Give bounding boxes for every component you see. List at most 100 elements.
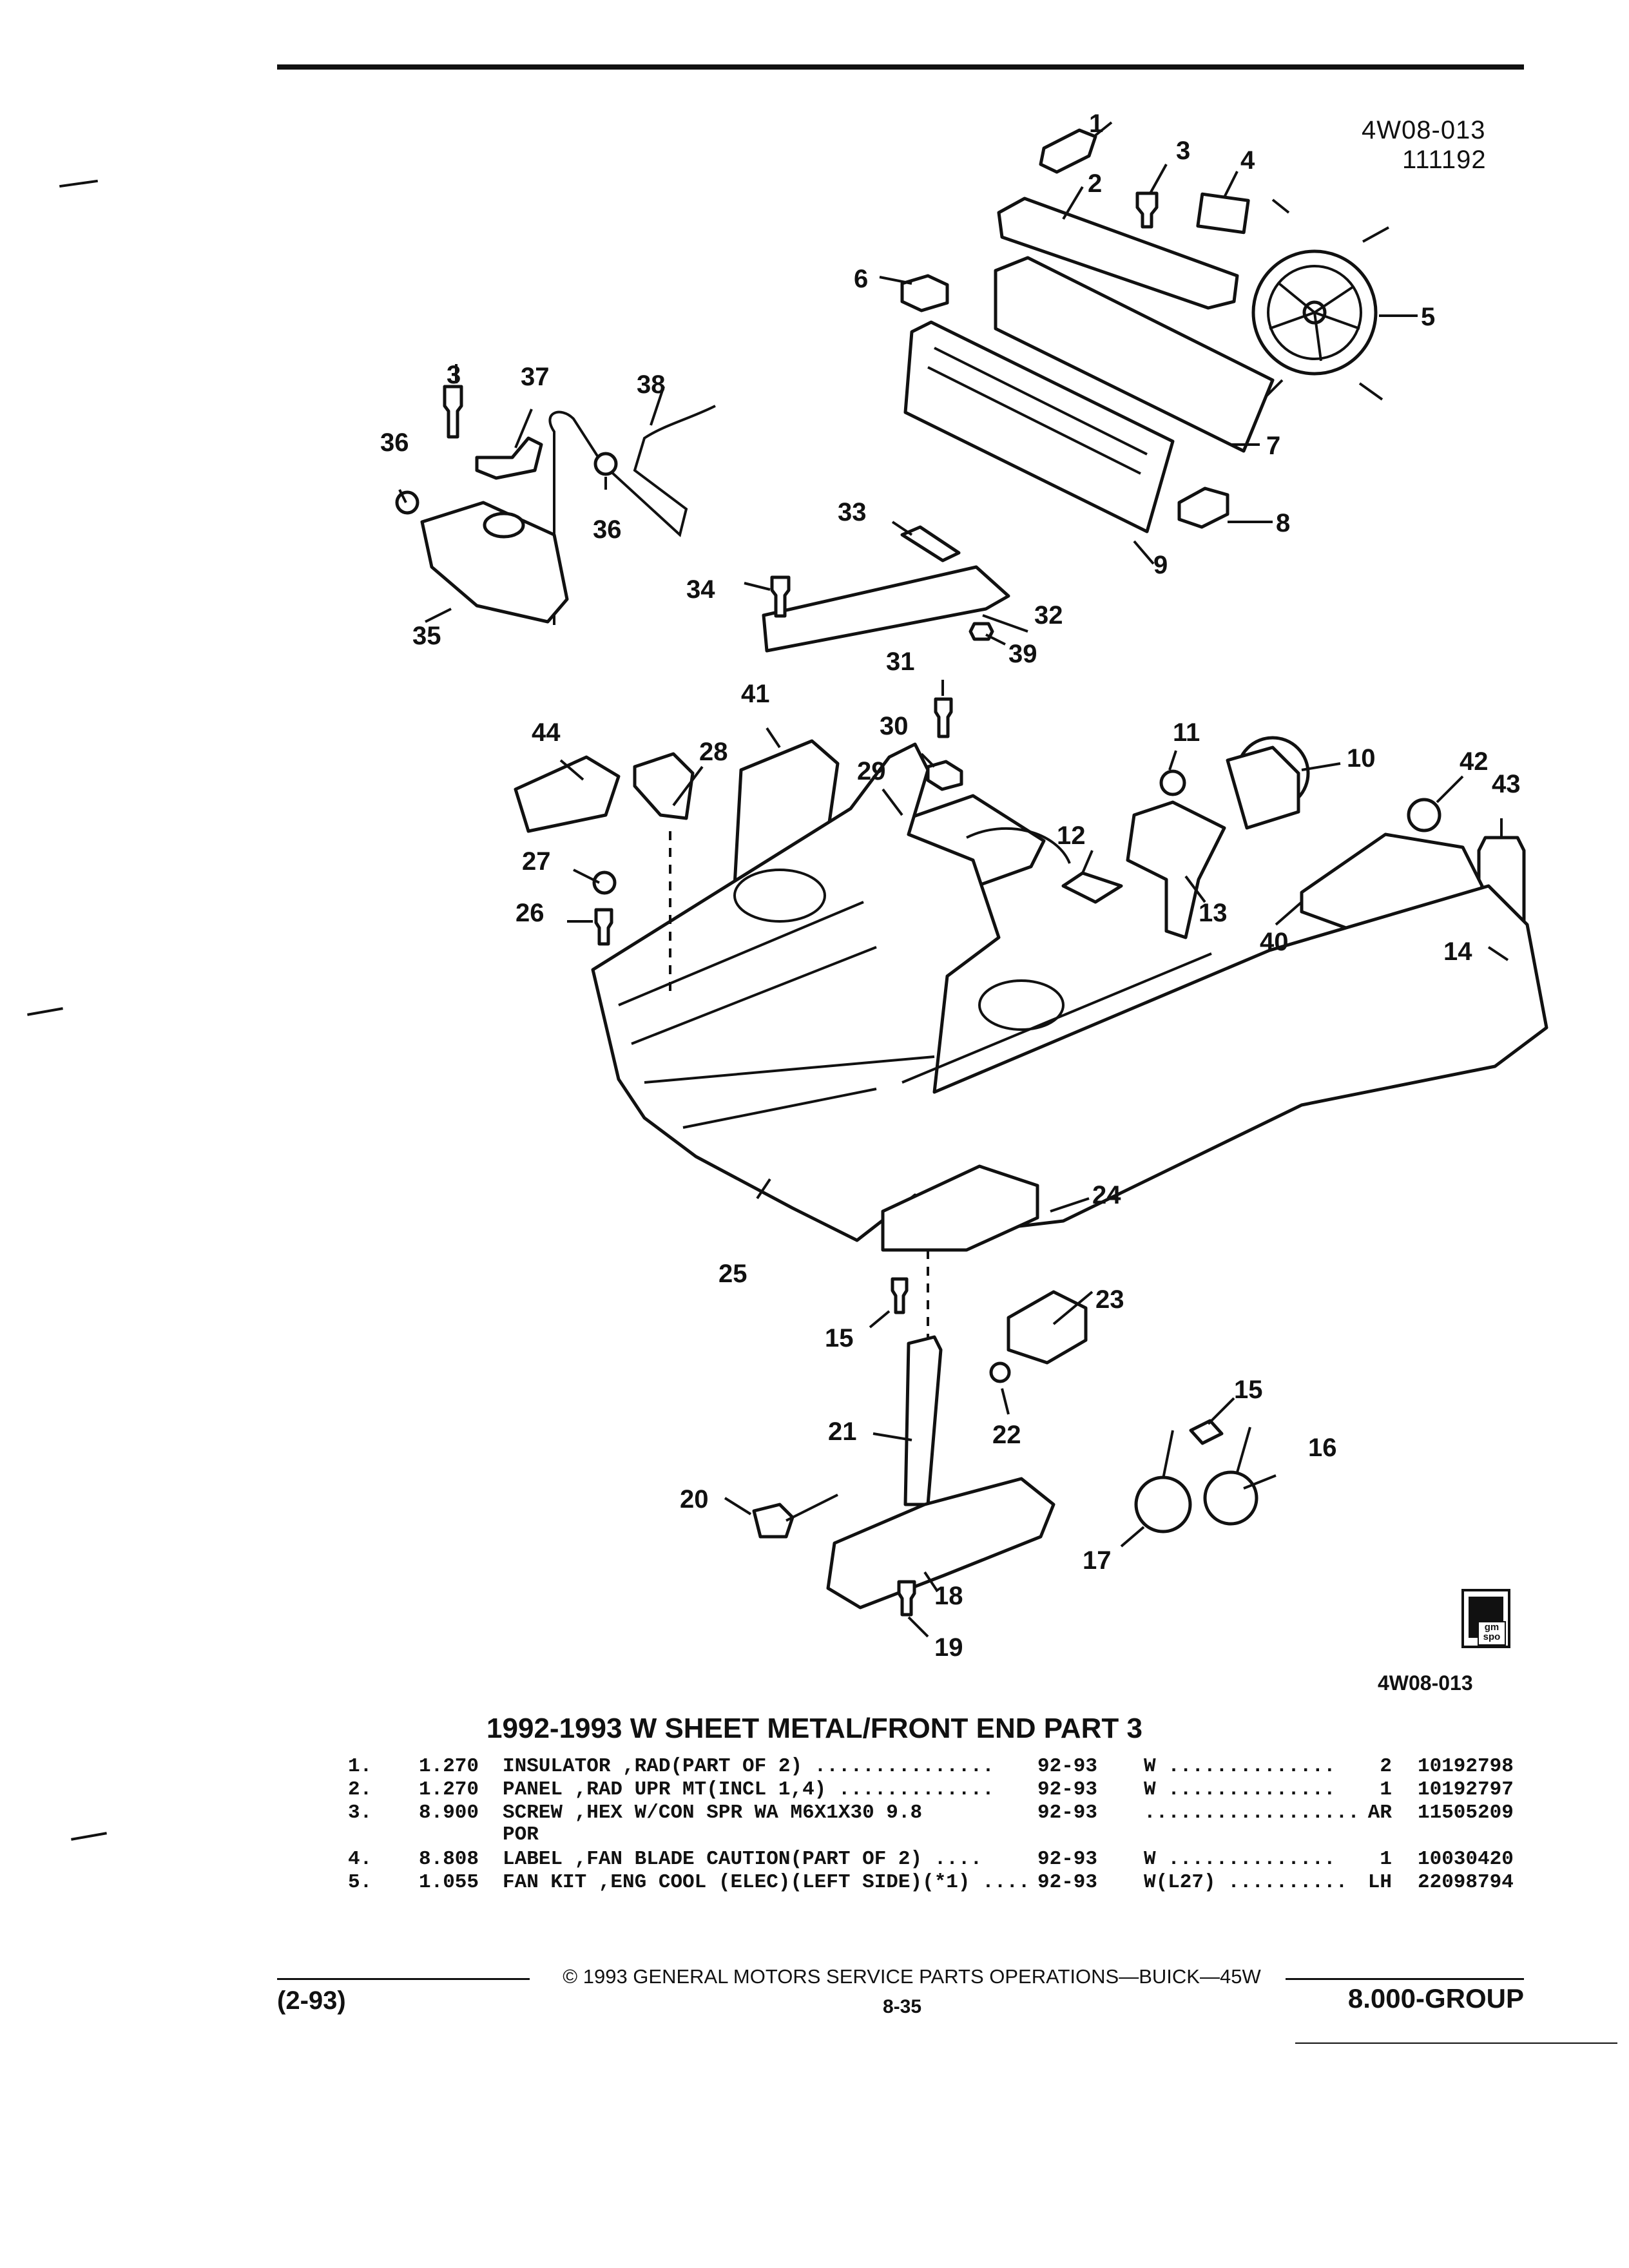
callout: 30 (880, 712, 909, 740)
series: .................. (1144, 1802, 1360, 1824)
callout: 27 (522, 847, 551, 876)
booster-housing (1226, 745, 1300, 830)
page-number: 8-35 (882, 1996, 922, 2017)
callout: 9 (1153, 551, 1168, 579)
parts-row: 4. 8.808 LABEL ,FAN BLADE CAUTION(PART O… (0, 1848, 1629, 1871)
callout: 22 (992, 1421, 1021, 1449)
callout: 33 (838, 498, 867, 526)
callout: 11 (1173, 718, 1200, 747)
splash-shield-part-18 (826, 1477, 1055, 1610)
horn-part-17 (1134, 1475, 1192, 1533)
insulator-part (1039, 128, 1097, 174)
series: W .............. (1144, 1778, 1336, 1801)
gm-spo-logo: gm spo (1461, 1589, 1510, 1648)
callout: 36 (380, 428, 409, 457)
callout: 4 (1240, 146, 1255, 175)
clip-part (592, 870, 617, 895)
parts-row: 3. 8.900 SCREW ,HEX W/CON SPR WA M6X1X30… (0, 1802, 1629, 1825)
item-number: 1. (348, 1755, 372, 1778)
body-detail-lines (618, 827, 1212, 1129)
bracket-part-21 (903, 1335, 943, 1506)
callout: 2 (1088, 169, 1102, 198)
part-number: 11505209 (1418, 1802, 1514, 1824)
horn-part-16 (1203, 1470, 1258, 1526)
callout: 7 (1266, 432, 1280, 460)
quantity: 2 (1380, 1755, 1392, 1778)
insulator-part (926, 760, 963, 791)
callout: 24 (1092, 1181, 1121, 1209)
model-years: 92-93 (1037, 1778, 1098, 1801)
callout-labels: 1 2 3 4 5 6 7 3 37 38 36 36 8 33 9 35 34… (380, 110, 1521, 1662)
callout: 15 (825, 1324, 854, 1352)
bracket-part-24 (881, 1164, 1039, 1252)
mount-bracket-part-13 (1126, 800, 1226, 939)
radiator-part (903, 320, 1175, 533)
callout: 3 (1176, 137, 1190, 165)
part-description: LABEL ,FAN BLADE CAUTION(PART OF 2) .... (503, 1848, 983, 1870)
nut-part (593, 452, 618, 476)
callout: 29 (857, 757, 886, 785)
callout: 8 (1276, 509, 1290, 537)
callout: 38 (637, 370, 666, 399)
model-years: 92-93 (1037, 1802, 1098, 1824)
callout: 35 (412, 622, 441, 650)
group-number: 1.270 (419, 1755, 479, 1778)
callout: 18 (934, 1582, 963, 1610)
horn-part-23 (1007, 1290, 1088, 1365)
item-number: 2. (348, 1778, 372, 1801)
callout: 32 (1034, 601, 1063, 629)
overflow-hose (548, 405, 716, 625)
series: W .............. (1144, 1755, 1336, 1778)
figure-date: 111192 (1402, 146, 1487, 174)
part-description: PANEL ,RAD UPR MT(INCL 1,4) ............… (503, 1778, 994, 1801)
part-number: 10192797 (1418, 1778, 1514, 1801)
group-number: 1.055 (419, 1871, 479, 1894)
radiator-fins (927, 347, 1148, 475)
part-description-continued: POR (503, 1823, 539, 1846)
model-years: 92-93 (1037, 1871, 1098, 1894)
callout: 44 (532, 718, 561, 747)
callout: 39 (1008, 640, 1037, 668)
callout: 23 (1095, 1285, 1124, 1314)
screw-part (770, 575, 791, 618)
reservoir-cap (483, 512, 525, 539)
screw-part (1061, 871, 1123, 904)
callout: 1 (1089, 110, 1103, 138)
scan-artifact-line (1295, 2042, 1617, 2044)
screw-part (1135, 191, 1159, 229)
front-end-body-structure (591, 742, 1548, 1242)
callout: 34 (686, 575, 715, 604)
group-number: 8.900 (419, 1802, 479, 1824)
callout: 21 (828, 1418, 857, 1446)
radiator-upper-panel (997, 197, 1239, 310)
logo-panel: gm spo (1469, 1597, 1506, 1646)
callout: 20 (680, 1485, 709, 1514)
item-number: 3. (348, 1802, 372, 1824)
brace-part (762, 565, 1010, 653)
callout: 42 (1460, 747, 1489, 776)
figure-code: 4W08-013 (1362, 116, 1486, 144)
quantity: 1 (1380, 1778, 1392, 1801)
strut-tower-left (733, 869, 826, 923)
callout: 3 (447, 361, 461, 389)
screw-part (594, 908, 613, 946)
parts-row: 1. 1.270 INSULATOR ,RAD(PART OF 2) .....… (0, 1755, 1629, 1778)
screw-part (934, 697, 953, 738)
part-number: 22098794 (1418, 1871, 1514, 1894)
parts-row: 5. 1.055 FAN KIT ,ENG COOL (ELEC)(LEFT S… (0, 1871, 1629, 1894)
part-number: 10030420 (1418, 1848, 1514, 1870)
fan-blades (1269, 282, 1360, 361)
quantity: AR (1367, 1802, 1392, 1824)
model-years: 92-93 (1037, 1848, 1098, 1870)
callout: 14 (1443, 937, 1472, 966)
group-number: 8.808 (419, 1848, 479, 1870)
item-number: 5. (348, 1871, 372, 1894)
screw-part (1189, 1419, 1224, 1445)
screw-part (891, 1277, 909, 1314)
callout: 10 (1347, 744, 1376, 773)
date-code: (2-93) (277, 1986, 346, 2015)
condenser-part (994, 256, 1275, 453)
label-part (1196, 192, 1250, 235)
callout: 19 (934, 1633, 963, 1662)
radiator-insulator-part (900, 274, 949, 312)
